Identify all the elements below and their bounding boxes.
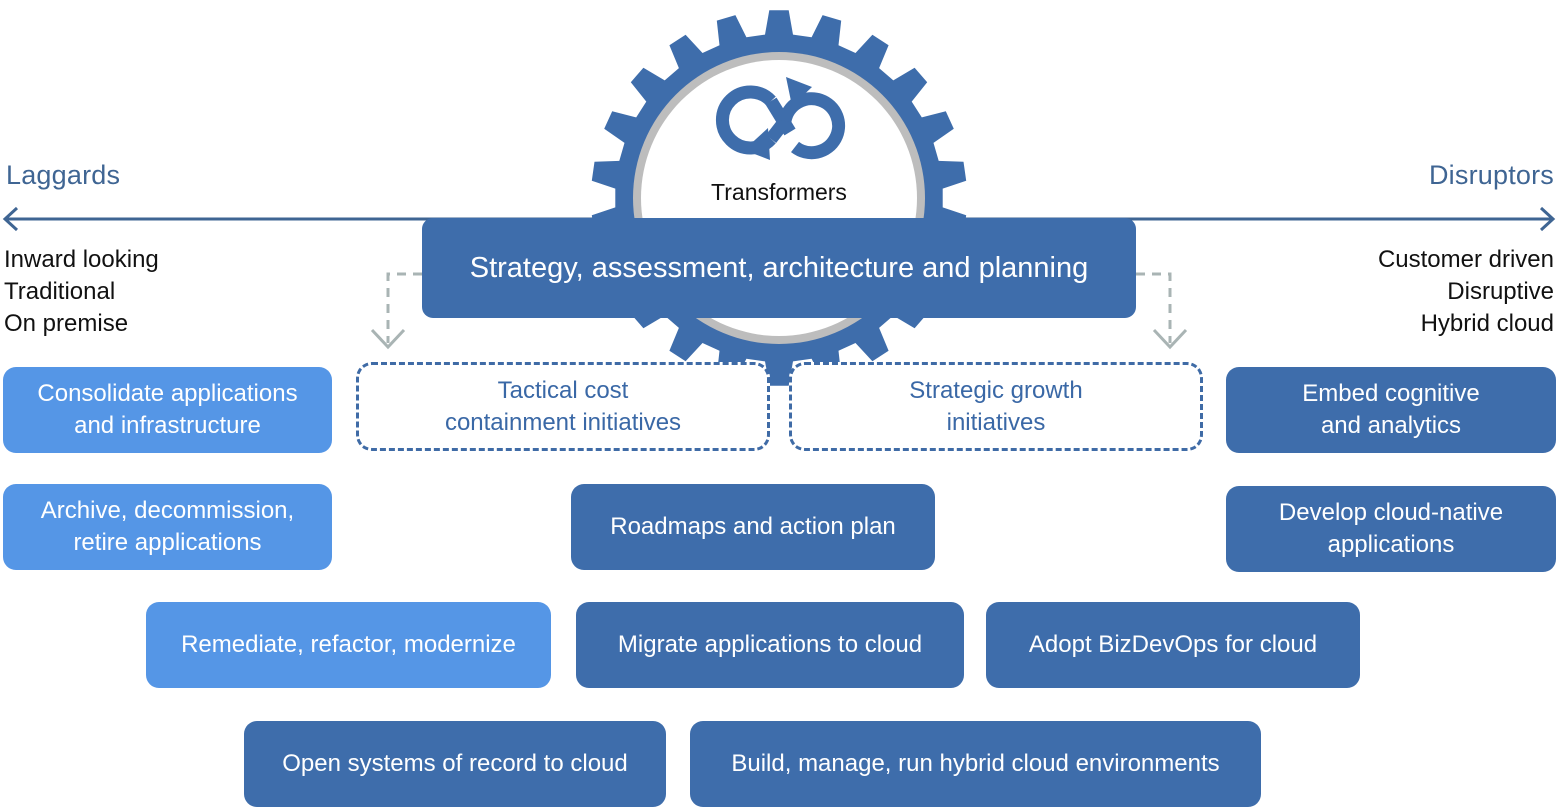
trait-inward-looking: Inward looking: [4, 246, 159, 273]
trait-customer-driven: Customer driven: [1377, 246, 1554, 273]
transform-cycle-icon: [716, 77, 846, 160]
archive-box: Archive, decommission, retire applicatio…: [3, 484, 332, 570]
laggards-label: Laggards: [6, 160, 121, 190]
trait-traditional: Traditional: [4, 278, 116, 305]
dashed-connector-left: [370, 272, 422, 350]
open-systems-box: Open systems of record to cloud: [244, 721, 666, 807]
consolidate-box: Consolidate applications and infrastruct…: [3, 367, 332, 453]
develop-box: Develop cloud-native applications: [1226, 486, 1556, 572]
trait-on-premise: On premise: [4, 310, 129, 337]
roadmaps-box: Roadmaps and action plan: [571, 484, 935, 570]
strategy-bar: Strategy, assessment, architecture and p…: [422, 218, 1136, 318]
axis-right-arrowhead: [1539, 206, 1556, 232]
remediate-box: Remediate, refactor, modernize: [146, 602, 551, 688]
transformers-label: Transformers: [711, 179, 847, 205]
axis-left-arrowhead: [2, 206, 19, 232]
disruptors-label: Disruptors: [1428, 160, 1554, 190]
embed-box: Embed cognitive and analytics: [1226, 367, 1556, 453]
adopt-box: Adopt BizDevOps for cloud: [986, 602, 1360, 688]
dashed-connector-right: [1136, 272, 1188, 350]
migrate-box: Migrate applications to cloud: [576, 602, 964, 688]
laggards-traits: Inward looking Traditional On premise: [4, 244, 159, 340]
strategic-initiatives-box: Strategic growth initiatives: [789, 362, 1203, 451]
disruptors-traits: Customer driven Disruptive Hybrid cloud: [1378, 244, 1554, 340]
build-box: Build, manage, run hybrid cloud environm…: [690, 721, 1261, 807]
tactical-initiatives-box: Tactical cost containment initiatives: [356, 362, 770, 451]
trait-hybrid-cloud: Hybrid cloud: [1420, 310, 1554, 337]
trait-disruptive: Disruptive: [1447, 278, 1554, 305]
